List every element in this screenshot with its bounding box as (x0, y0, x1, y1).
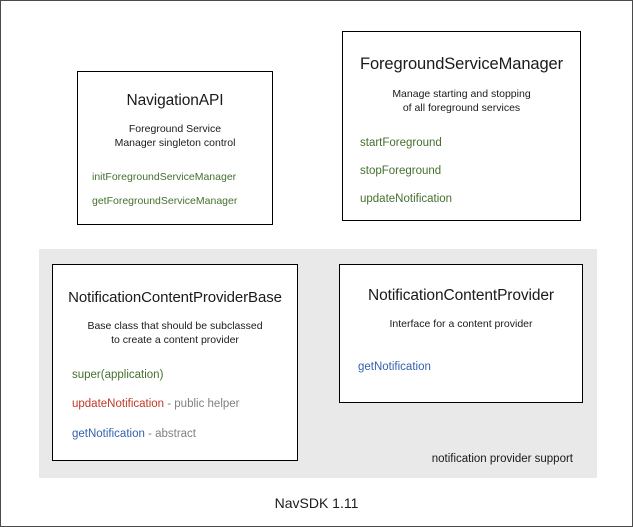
class-box-foreground-service-manager[interactable]: ForegroundServiceManager Manage starting… (342, 31, 581, 221)
class-description-line: of all foreground services (402, 101, 521, 114)
class-description-line: Manager singleton control (114, 136, 236, 149)
member-note: - public helper (164, 398, 240, 411)
member-name: super(application) (72, 368, 164, 381)
member-name: stopForeground (360, 165, 442, 178)
member-row[interactable]: updateNotification (360, 192, 580, 206)
class-description-line: Manage starting and stopping (392, 87, 531, 100)
class-title-foreground-service-manager: ForegroundServiceManager (359, 55, 564, 73)
member-list-notification-content-provider: getNotification (358, 360, 582, 374)
class-description-navigation-api: Foreground Service Manager singleton con… (78, 123, 272, 151)
member-row[interactable]: super(application) (72, 368, 297, 382)
member-name: updateNotification (72, 398, 165, 411)
footer-version-label: NavSDK 1.11 (274, 495, 359, 511)
member-note: - abstract (144, 427, 197, 440)
member-name: initForegroundServiceManager (92, 170, 237, 183)
class-description-line: Base class that should be subclassed (87, 320, 263, 333)
member-name: updateNotification (360, 193, 453, 206)
member-list-notification-content-provider-base: super(application) updateNotification - … (72, 368, 297, 441)
class-description-line: Interface for a content provider (389, 317, 533, 330)
member-name: startForeground (360, 136, 442, 149)
member-row[interactable]: getForegroundServiceManager (92, 195, 272, 208)
class-description-line: to create a content provider (111, 334, 239, 347)
member-row[interactable]: stopForeground (360, 164, 580, 178)
member-row[interactable]: updateNotification - public helper (72, 397, 297, 411)
class-title-notification-content-provider-base: NotificationContentProviderBase (68, 289, 282, 306)
class-box-navigation-api[interactable]: NavigationAPI Foreground Service Manager… (77, 71, 273, 225)
member-row[interactable]: getNotification (358, 360, 582, 374)
class-title-notification-content-provider: NotificationContentProvider (368, 287, 554, 304)
class-description-notification-content-provider: Interface for a content provider (340, 318, 582, 332)
class-box-notification-content-provider[interactable]: NotificationContentProvider Interface fo… (339, 264, 583, 403)
member-name: getNotification (72, 427, 145, 440)
member-row[interactable]: getNotification - abstract (72, 427, 297, 441)
member-list-foreground-service-manager: startForeground stopForeground updateNot… (360, 136, 580, 207)
member-name: getForegroundServiceManager (92, 194, 238, 207)
class-title-navigation-api: NavigationAPI (126, 92, 224, 109)
member-row[interactable]: startForeground (360, 136, 580, 150)
panel-label-notification-provider-support: notification provider support (431, 453, 573, 465)
member-name: getNotification (358, 360, 431, 373)
class-description-line: Foreground Service (128, 122, 222, 135)
class-description-foreground-service-manager: Manage starting and stopping of all fore… (343, 88, 580, 116)
class-box-notification-content-provider-base[interactable]: NotificationContentProviderBase Base cla… (52, 264, 298, 461)
member-row[interactable]: initForegroundServiceManager (92, 171, 272, 184)
class-description-notification-content-provider-base: Base class that should be subclassed to … (53, 320, 297, 348)
member-list-navigation-api: initForegroundServiceManager getForegrou… (92, 171, 272, 208)
